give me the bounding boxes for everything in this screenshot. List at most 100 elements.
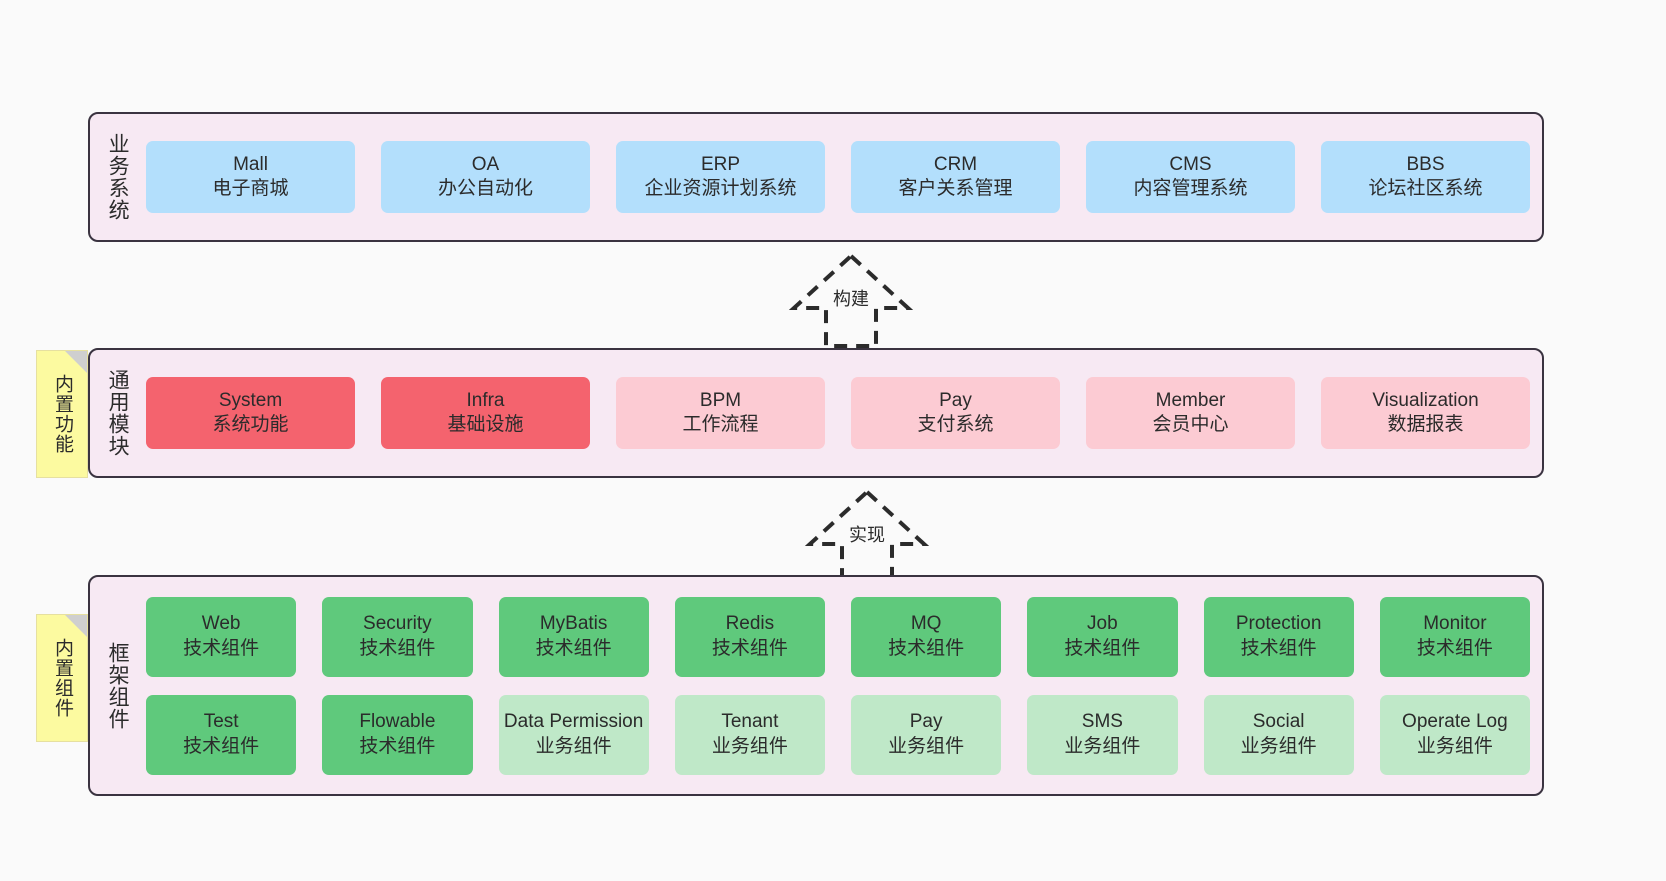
node-member[interactable]: Member 会员中心: [1086, 377, 1295, 449]
node-test[interactable]: Test 技术组件: [146, 694, 297, 775]
node-subtitle: 技术组件: [183, 735, 260, 757]
node-name: Web: [201, 613, 241, 635]
node-name: Job: [1087, 613, 1118, 635]
node-name: MQ: [910, 613, 942, 635]
node-flowable[interactable]: Flowable 技术组件: [322, 694, 473, 775]
node-name: Pay: [909, 711, 943, 733]
node-name: Visualization: [1372, 389, 1479, 411]
node-cms[interactable]: CMS 内容管理系统: [1086, 141, 1295, 213]
node-tenant[interactable]: Tenant 业务组件: [674, 694, 825, 775]
node-name: Protection: [1235, 613, 1322, 635]
node-name: SMS: [1081, 711, 1123, 733]
layer-title-framework-components: 框架组件: [106, 641, 130, 730]
node-crm[interactable]: CRM 客户关系管理: [851, 141, 1060, 213]
node-subtitle: 数据报表: [1387, 414, 1464, 435]
node-subtitle: 业务组件: [535, 735, 612, 757]
node-subtitle: 技术组件: [535, 637, 612, 659]
node-protection[interactable]: Protection 技术组件: [1203, 596, 1354, 677]
node-subtitle: 业务组件: [1064, 735, 1141, 757]
connector-implement-label: 实现: [845, 520, 889, 548]
node-social[interactable]: Social 业务组件: [1203, 694, 1354, 775]
node-subtitle: 技术组件: [1064, 637, 1141, 659]
node-mall[interactable]: Mall 电子商城: [146, 141, 355, 213]
node-subtitle: 技术组件: [359, 735, 436, 757]
node-subtitle: 技术组件: [711, 637, 788, 659]
node-sms[interactable]: SMS 业务组件: [1027, 694, 1178, 775]
node-monitor[interactable]: Monitor 技术组件: [1379, 596, 1530, 677]
node-system[interactable]: System 系统功能: [146, 377, 355, 449]
node-subtitle: 技术组件: [1416, 637, 1493, 659]
node-subtitle: 技术组件: [359, 637, 436, 659]
node-name: CMS: [1169, 153, 1212, 175]
sticky-note-builtin-components: 内置组件: [36, 614, 88, 742]
node-pay-module[interactable]: Pay 支付系统: [851, 377, 1060, 449]
node-subtitle: 内容管理系统: [1133, 178, 1248, 199]
node-name: Monitor: [1423, 613, 1487, 635]
node-row: System 系统功能 Infra 基础设施 BPM 工作流程 Pay 支付系统…: [146, 377, 1530, 449]
node-name: BBS: [1406, 153, 1445, 175]
node-name: Security: [363, 613, 432, 635]
node-row: Test 技术组件 Flowable 技术组件 Data Permission …: [146, 694, 1530, 775]
node-subtitle: 基础设施: [447, 414, 524, 435]
node-mybatis[interactable]: MyBatis 技术组件: [498, 596, 649, 677]
node-redis[interactable]: Redis 技术组件: [674, 596, 825, 677]
node-job[interactable]: Job 技术组件: [1027, 596, 1178, 677]
connector-build: 构建: [756, 250, 946, 350]
node-name: Mall: [233, 153, 268, 175]
node-bbs[interactable]: BBS 论坛社区系统: [1321, 141, 1530, 213]
node-subtitle: 会员中心: [1152, 414, 1229, 435]
node-pay-component[interactable]: Pay 业务组件: [851, 694, 1002, 775]
node-name: Member: [1155, 389, 1226, 411]
layer-common-modules: 通用模块 System 系统功能 Infra 基础设施 BPM 工作流程 Pay…: [88, 348, 1544, 478]
node-name: Pay: [939, 389, 972, 411]
connector-build-label: 构建: [829, 284, 873, 312]
node-name: Operate Log: [1402, 711, 1508, 733]
layer-body-framework-components: Web 技术组件 Security 技术组件 MyBatis 技术组件 Redi…: [132, 587, 1530, 784]
node-subtitle: 技术组件: [183, 637, 260, 659]
node-infra[interactable]: Infra 基础设施: [381, 377, 590, 449]
node-subtitle: 系统功能: [212, 414, 289, 435]
node-operate-log[interactable]: Operate Log 业务组件: [1379, 694, 1530, 775]
node-name: MyBatis: [539, 613, 608, 635]
node-subtitle: 技术组件: [1240, 637, 1317, 659]
node-name: Tenant: [721, 711, 779, 733]
layer-title-business-systems: 业务系统: [106, 133, 130, 221]
node-subtitle: 业务组件: [1416, 735, 1493, 757]
node-mq[interactable]: MQ 技术组件: [851, 596, 1002, 677]
node-name: System: [218, 389, 283, 411]
node-erp[interactable]: ERP 企业资源计划系统: [616, 141, 825, 213]
node-row: Mall 电子商城 OA 办公自动化 ERP 企业资源计划系统 CRM 客户关系…: [146, 141, 1530, 213]
node-web[interactable]: Web 技术组件: [146, 596, 297, 677]
node-subtitle: 业务组件: [711, 735, 788, 757]
node-subtitle: 业务组件: [1240, 735, 1317, 757]
node-name: BPM: [699, 389, 742, 411]
node-name: Infra: [466, 389, 505, 411]
connector-implement: 实现: [772, 486, 962, 586]
sticky-note-label: 内置功能: [51, 374, 73, 454]
node-oa[interactable]: OA 办公自动化: [381, 141, 590, 213]
layer-body-common-modules: System 系统功能 Infra 基础设施 BPM 工作流程 Pay 支付系统…: [132, 360, 1530, 466]
layer-body-business-systems: Mall 电子商城 OA 办公自动化 ERP 企业资源计划系统 CRM 客户关系…: [132, 124, 1530, 230]
node-data-permission[interactable]: Data Permission 业务组件: [498, 694, 649, 775]
node-name: Test: [203, 711, 239, 733]
sticky-note-label: 内置组件: [51, 638, 73, 718]
node-visualization[interactable]: Visualization 数据报表: [1321, 377, 1530, 449]
node-security[interactable]: Security 技术组件: [322, 596, 473, 677]
node-subtitle: 论坛社区系统: [1368, 178, 1483, 199]
node-subtitle: 电子商城: [212, 178, 289, 199]
node-subtitle: 技术组件: [888, 637, 965, 659]
node-name: Data Permission: [503, 711, 644, 733]
node-name: Social: [1252, 711, 1305, 733]
node-bpm[interactable]: BPM 工作流程: [616, 377, 825, 449]
node-name: ERP: [700, 153, 741, 175]
node-subtitle: 客户关系管理: [898, 178, 1013, 199]
node-row: Web 技术组件 Security 技术组件 MyBatis 技术组件 Redi…: [146, 596, 1530, 677]
node-subtitle: 企业资源计划系统: [644, 178, 797, 199]
node-name: CRM: [933, 153, 978, 175]
node-subtitle: 业务组件: [888, 735, 965, 757]
layer-business-systems: 业务系统 Mall 电子商城 OA 办公自动化 ERP 企业资源计划系统 CRM…: [88, 112, 1544, 242]
sticky-note-builtin-features: 内置功能: [36, 350, 88, 478]
node-subtitle: 办公自动化: [437, 178, 533, 199]
layer-title-common-modules: 通用模块: [106, 369, 130, 457]
